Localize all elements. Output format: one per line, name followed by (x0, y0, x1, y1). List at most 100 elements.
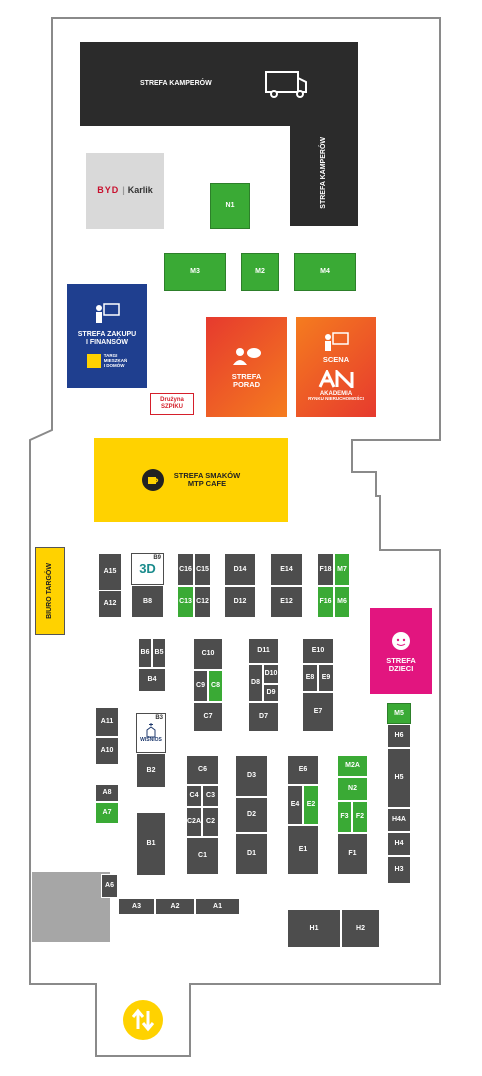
stand-c7[interactable]: C7 (193, 702, 223, 732)
stand-c3[interactable]: C3 (202, 785, 219, 807)
stand-e10[interactable]: E10 (302, 638, 334, 664)
stand-h3[interactable]: H3 (387, 856, 411, 884)
stand-e9[interactable]: E9 (318, 664, 334, 692)
scena[interactable]: SCENA AKADEMIA RYNKU NIERUCHOMOŚCI (296, 317, 376, 417)
stand-b8[interactable]: B8 (131, 585, 164, 618)
stand-b3[interactable]: WIŚNIOS B3 (136, 713, 166, 753)
stand-m4[interactable]: M4 (294, 253, 356, 291)
stand-b5[interactable]: B5 (152, 638, 166, 668)
stand-e2[interactable]: E2 (303, 785, 319, 825)
cup-icon (141, 469, 164, 491)
druzyna-szpiku[interactable]: Drużyna SZPIKU (150, 393, 194, 415)
stand-d3[interactable]: D3 (235, 755, 268, 797)
stand-a2[interactable]: A2 (155, 898, 195, 915)
byd-label: BYD (97, 185, 120, 196)
stand-c15[interactable]: C15 (194, 553, 211, 586)
trzy-d-label: 3D (139, 560, 156, 576)
stand-n2[interactable]: N2 (337, 777, 368, 801)
strefa-zakupu[interactable]: STREFA ZAKUPU I FINANSÓW TARGI MIESZKAŃ … (67, 284, 147, 388)
stand-c2[interactable]: C2 (202, 807, 219, 837)
stand-d9[interactable]: D9 (263, 684, 279, 702)
strefa-kamperow-side[interactable]: STREFA KAMPERÓW (290, 120, 358, 226)
biuro-targow[interactable]: BIURO TARGÓW (35, 547, 65, 635)
stand-h5[interactable]: H5 (387, 748, 411, 808)
stand-f3[interactable]: F3 (337, 801, 352, 833)
stand-a15[interactable]: A15 (98, 553, 122, 591)
stand-m3[interactable]: M3 (164, 253, 226, 291)
stand-h2[interactable]: H2 (341, 909, 380, 948)
stand-d1[interactable]: D1 (235, 833, 268, 875)
stand-a11[interactable]: A11 (95, 707, 119, 737)
stand-e14[interactable]: E14 (270, 553, 303, 586)
akademia-line2: RYNKU NIERUCHOMOŚCI (308, 396, 364, 402)
stand-d12[interactable]: D12 (224, 586, 256, 618)
entrance-icon[interactable] (123, 1000, 163, 1040)
stand-a8[interactable]: A8 (95, 784, 119, 802)
targi-logo-mark (86, 353, 101, 368)
stand-b6[interactable]: B6 (138, 638, 152, 668)
stand-h4a[interactable]: H4A (387, 808, 411, 832)
stand-c16[interactable]: C16 (177, 553, 194, 586)
stand-c2a[interactable]: C2A (186, 807, 202, 837)
stand-b1[interactable]: B1 (136, 812, 166, 876)
stand-b4[interactable]: B4 (138, 668, 166, 692)
stand-c9[interactable]: C9 (193, 670, 208, 702)
strefa-porad[interactable]: STREFA PORAD (206, 317, 287, 417)
presenter-icon-2 (325, 331, 349, 351)
stand-e1[interactable]: E1 (287, 825, 319, 875)
stand-a10[interactable]: A10 (95, 737, 119, 765)
targi-logo: TARGI MIESZKAŃ I DOMÓW (86, 353, 127, 369)
stand-e6[interactable]: E6 (287, 755, 319, 785)
zakupu-line1: STREFA ZAKUPU (77, 331, 137, 339)
stand-d10[interactable]: D10 (263, 664, 279, 684)
stand-a6[interactable]: A6 (101, 874, 118, 898)
stand-c8[interactable]: C8 (208, 670, 223, 702)
stand-b9[interactable]: 3D B9 (131, 553, 164, 585)
stand-c4[interactable]: C4 (186, 785, 202, 807)
stand-m6[interactable]: M6 (334, 586, 350, 618)
stand-m2a[interactable]: M2A (337, 755, 368, 777)
stand-f2[interactable]: F2 (352, 801, 368, 833)
stand-m5[interactable]: M5 (387, 703, 411, 724)
church-icon (146, 723, 156, 738)
presenter-icon (96, 303, 120, 324)
stand-d7[interactable]: D7 (248, 702, 279, 732)
stand-h4[interactable]: H4 (387, 832, 411, 856)
arn-logo (318, 369, 354, 388)
stand-e7[interactable]: E7 (302, 692, 334, 732)
stand-a3[interactable]: A3 (118, 898, 155, 915)
stand-a12[interactable]: A12 (98, 590, 122, 618)
stand-m7[interactable]: M7 (334, 553, 350, 586)
strefa-kamperow-top[interactable]: STREFA KAMPERÓW (80, 42, 358, 126)
stand-c1[interactable]: C1 (186, 837, 219, 875)
porad-line1: STREFA (231, 371, 262, 381)
camper-icon (265, 71, 307, 98)
stand-e4[interactable]: E4 (287, 785, 303, 825)
strefa-smakow[interactable]: STREFA SMAKÓW MTP CAFE (94, 438, 288, 522)
stand-a7[interactable]: A7 (95, 802, 119, 824)
stand-c10[interactable]: C10 (193, 638, 223, 670)
stand-d8[interactable]: D8 (248, 664, 263, 702)
stand-n1[interactable]: N1 (210, 183, 250, 229)
stand-c12[interactable]: C12 (194, 586, 211, 618)
strefa-dzieci[interactable]: STREFA DZIECI (370, 608, 432, 694)
stand-h6[interactable]: H6 (387, 724, 411, 748)
stand-e12[interactable]: E12 (270, 586, 303, 618)
stand-f18[interactable]: F18 (317, 553, 334, 586)
stand-c13[interactable]: C13 (177, 586, 194, 618)
stand-c6[interactable]: C6 (186, 755, 219, 785)
stand-f16[interactable]: F16 (317, 586, 334, 618)
stand-d14[interactable]: D14 (224, 553, 256, 586)
advice-icon (232, 347, 261, 365)
stand-d11[interactable]: D11 (248, 638, 279, 664)
stand-f1[interactable]: F1 (337, 833, 368, 875)
stand-b2[interactable]: B2 (136, 753, 166, 788)
byd-karlik-stand[interactable]: BYD | Karlik (86, 153, 164, 229)
stand-a1[interactable]: A1 (195, 898, 240, 915)
stand-e8[interactable]: E8 (302, 664, 318, 692)
stand-m2[interactable]: M2 (241, 253, 279, 291)
stand-d2[interactable]: D2 (235, 797, 268, 833)
stand-h1[interactable]: H1 (287, 909, 341, 948)
